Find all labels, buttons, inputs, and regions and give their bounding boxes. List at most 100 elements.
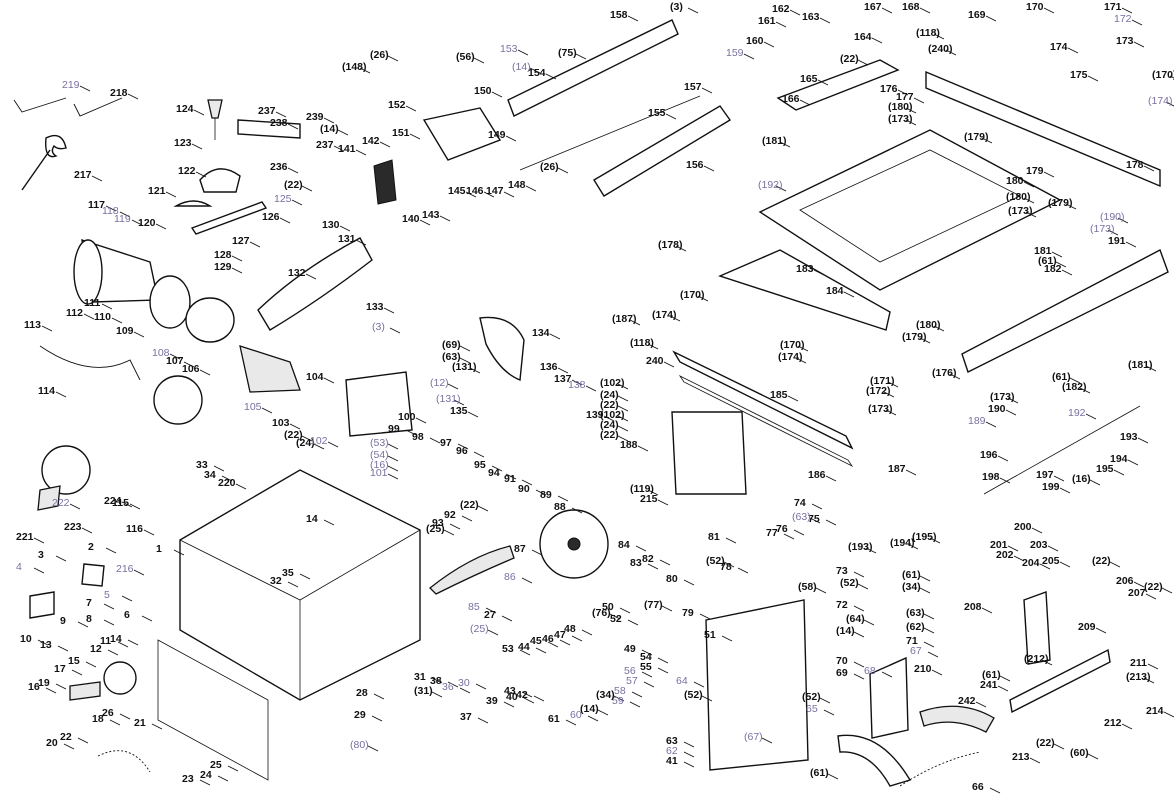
callout-242: 242 [958, 695, 976, 707]
leader-line [461, 515, 473, 522]
callout-170: (170) [780, 339, 805, 351]
callout-190: 190 [988, 403, 1006, 415]
callout-23: 23 [182, 773, 194, 785]
callout-113: 113 [24, 319, 41, 331]
callout-145: 145 [448, 185, 466, 197]
callout-74: 74 [794, 497, 806, 509]
leader-line [629, 701, 641, 708]
guard-121 [173, 200, 213, 207]
callout-185: 185 [770, 389, 788, 401]
leader-line [193, 109, 205, 116]
callout-158: 158 [610, 9, 628, 21]
callout-173: (173) [868, 403, 893, 415]
callout-40: 40 [506, 691, 518, 703]
callout-132: 132 [288, 267, 306, 279]
leader-line [155, 223, 167, 230]
knob-13 [103, 661, 137, 695]
callout-83: 83 [630, 557, 642, 569]
leader-line [1043, 7, 1055, 14]
callout-223: 223 [64, 521, 82, 533]
leader-line [629, 319, 641, 326]
callout-18: 18 [92, 713, 104, 725]
callout-76: (76) [592, 607, 611, 619]
callout-88: 88 [554, 501, 566, 513]
callout-62: (62) [906, 621, 925, 633]
leader-line [565, 719, 577, 726]
callout-leaders [33, 7, 1174, 794]
callout-10: 10 [20, 633, 32, 645]
callout-22: 22 [60, 731, 72, 743]
leader-line [447, 681, 459, 688]
callout-15: 15 [68, 655, 80, 667]
callout-19: 19 [38, 677, 50, 689]
callout-22: (22) [284, 179, 303, 191]
callout-95: 95 [474, 459, 486, 471]
callout-75: 75 [808, 513, 820, 525]
callout-103: 103 [272, 417, 290, 429]
callout-170: 170 [1026, 1, 1044, 13]
callout-179: 179 [1026, 165, 1044, 177]
callout-236: 236 [270, 161, 288, 173]
bar-237 [237, 119, 301, 139]
leader-line [127, 93, 139, 100]
leader-line [111, 317, 123, 324]
leader-line [431, 677, 443, 684]
leader-line [985, 15, 997, 22]
callout-17: 17 [54, 663, 66, 675]
callout-131: (131) [436, 393, 461, 405]
leader-line [999, 675, 1011, 682]
leader-line [783, 533, 795, 540]
callout-195: (195) [912, 531, 937, 543]
callout-64: 64 [676, 675, 688, 687]
callout-188: 188 [620, 439, 638, 451]
leader-line [813, 269, 825, 276]
leader-line [387, 443, 399, 450]
callout-58: 58 [614, 685, 626, 697]
leader-line [1169, 75, 1174, 79]
leader-line [883, 391, 895, 398]
callout-22: (22) [600, 429, 619, 441]
callout-178: (178) [658, 239, 683, 251]
callout-89: 89 [540, 489, 552, 501]
callout-218: 218 [110, 87, 128, 99]
callout-14: (14) [320, 123, 339, 135]
leader-line [871, 37, 883, 44]
callout-24: (24) [600, 389, 619, 401]
callout-59: 59 [612, 695, 624, 707]
callout-179: (179) [902, 331, 927, 343]
leader-line [613, 695, 625, 702]
callout-6: 6 [124, 609, 130, 621]
callout-175: 175 [1070, 69, 1088, 81]
callout-30: 30 [458, 677, 470, 689]
leader-line [975, 701, 987, 708]
leader-line [1047, 545, 1059, 552]
leader-line [587, 715, 599, 722]
leader-line [571, 507, 583, 514]
leader-line [603, 415, 615, 422]
leader-line [55, 683, 67, 690]
leader-line [1085, 413, 1097, 420]
callout-126: 126 [262, 211, 280, 223]
leader-line [701, 695, 713, 702]
callout-34: (34) [902, 581, 921, 593]
callout-35: 35 [282, 567, 294, 579]
leader-line [817, 79, 829, 86]
leader-line [823, 709, 835, 716]
leader-line [853, 673, 865, 680]
leader-line [989, 787, 1001, 794]
leader-line [85, 661, 97, 668]
callout-12: (12) [430, 377, 449, 389]
handle-15 [69, 681, 101, 701]
callout-197: 197 [1036, 469, 1054, 481]
callout-238: 238 [270, 117, 288, 129]
support-211 [1009, 648, 1111, 714]
leader-line [151, 723, 163, 730]
table-inset [799, 149, 1021, 263]
cord-114 [39, 345, 141, 381]
callout-82: 82 [642, 553, 654, 565]
callout-173: (173) [1008, 205, 1033, 217]
callout-111: 111 [84, 297, 101, 309]
callout-224: 224 [104, 495, 122, 507]
callout-69: 69 [836, 667, 848, 679]
callout-214: 214 [1146, 705, 1164, 717]
